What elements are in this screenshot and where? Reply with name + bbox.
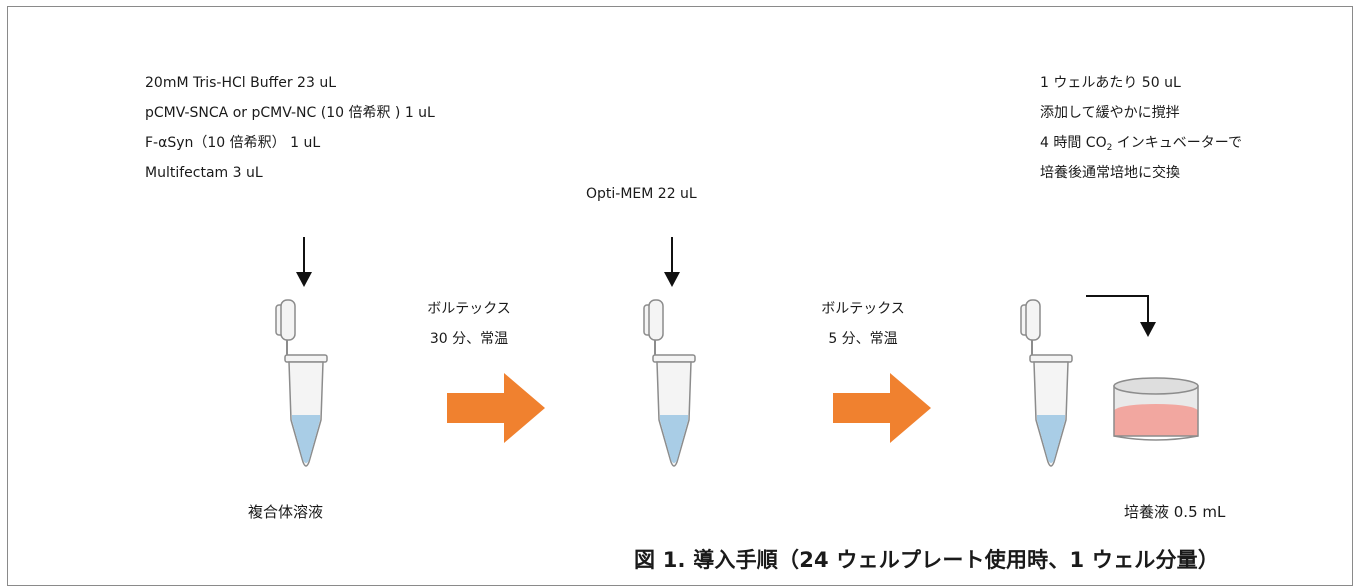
reagent-line: Multifectam 3 uL [145, 165, 263, 181]
reagent-line: 20mM Tris-HCl Buffer 23 uL [145, 75, 336, 91]
complex-solution-label: 複合体溶液 [248, 503, 324, 521]
flow-arrow-icon [447, 373, 545, 443]
down-arrow-icon [296, 237, 312, 287]
vortex1-label: ボルテックス 30 分、常温 [404, 301, 534, 361]
vortex2-label: ボルテックス 5 分、常温 [798, 301, 928, 361]
instruction-line: 1 ウェルあたり 50 uL [1040, 75, 1181, 91]
step2-reagent: Opti-MEM 22 uL [586, 186, 697, 202]
down-arrow-icon [664, 237, 680, 287]
instruction-line-co2: 4 時間 CO2 インキュベーターで [1040, 135, 1242, 153]
instruction-line: 培養後通常培地に交換 [1040, 165, 1180, 181]
culture-well-icon [1113, 377, 1199, 441]
vortex-condition: 30 分、常温 [429, 331, 509, 347]
step3-instructions: 1 ウェルあたり 50 uL 添加して緩やかに撹拌 4 時間 CO2 インキュベ… [1040, 75, 1242, 195]
instruction-line: 添加して緩やかに撹拌 [1040, 105, 1180, 121]
microtube-icon [643, 299, 696, 467]
culture-medium-label: 培養液 0.5 mL [1124, 503, 1226, 521]
vortex-title: ボルテックス [427, 301, 511, 317]
microtube-icon [1020, 299, 1073, 467]
microtube-icon [275, 299, 328, 467]
reagent-line: pCMV-SNCA or pCMV-NC (10 倍希釈 ) 1 uL [145, 105, 435, 121]
flow-arrow-icon [833, 373, 931, 443]
pour-arrow-icon [1086, 295, 1156, 337]
reagent-line: F-αSyn（10 倍希釈） 1 uL [145, 135, 321, 151]
vortex-condition: 5 分、常温 [828, 331, 898, 347]
figure-caption: 図 1. 導入手順（24 ウェルプレート使用時、1 ウェル分量） [634, 548, 1220, 572]
vortex-title: ボルテックス [821, 301, 905, 317]
step1-reagent-list: 20mM Tris-HCl Buffer 23 uL pCMV-SNCA or … [145, 75, 435, 195]
